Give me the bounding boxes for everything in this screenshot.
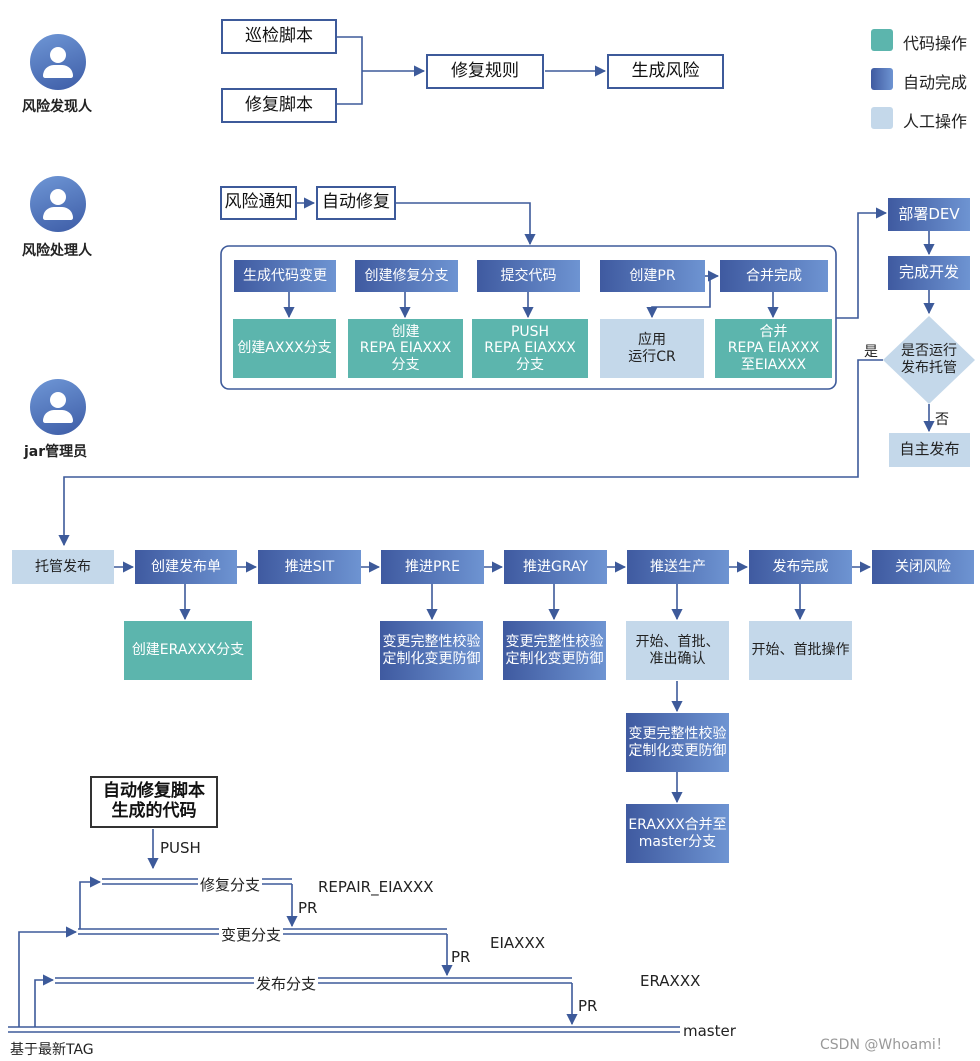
node-sit: 推进SIT (258, 550, 361, 584)
node-close-risk: 关闭风险 (872, 550, 974, 584)
legend-swatch-manual (871, 107, 893, 129)
node-managed-release: 托管发布 (12, 550, 114, 584)
decision-managed-release: 是否运行 发布托管 (901, 343, 957, 376)
avatar-handler-icon (30, 176, 86, 232)
decision-diamond (883, 316, 975, 404)
git-release-name: ERAXXX (640, 972, 701, 990)
node-create-axxx: 创建AXXX分支 (233, 319, 336, 378)
node-gen-change: 生成代码变更 (234, 260, 336, 292)
git-pr2: PR (451, 948, 471, 966)
legend-label-manual: 人工操作 (903, 112, 968, 131)
git-master: master (683, 1022, 736, 1040)
node-risk-notify: 风险通知 (220, 186, 297, 220)
label-no: 否 (935, 412, 949, 428)
node-check-prod: 变更完整性校验 定制化变更防御 (626, 713, 729, 772)
git-repair-name: REPAIR_EIAXXX (318, 878, 434, 896)
node-create-repa: 创建 REPA EIAXXX 分支 (348, 319, 463, 378)
role-jar-admin: jar管理员 (24, 444, 88, 460)
label-yes: 是 (864, 344, 878, 360)
node-confirm: 开始、首批、 准出确认 (626, 621, 729, 680)
node-gray: 推进GRAY (504, 550, 607, 584)
git-pr3: PR (578, 997, 598, 1015)
node-merge-repa: 合并 REPA EIAXXX 至EIAXXX (715, 319, 832, 378)
node-merge-done: 合并完成 (720, 260, 828, 292)
git-release-branch: 发布分支 (254, 973, 319, 994)
node-check-pre: 变更完整性校验 定制化变更防御 (380, 621, 483, 680)
node-release-done: 发布完成 (749, 550, 852, 584)
node-first-batch: 开始、首批操作 (749, 621, 852, 680)
watermark: CSDN @Whoami！ (820, 1037, 950, 1053)
node-patrol-script: 巡检脚本 (221, 19, 337, 54)
node-repair-rule: 修复规则 (426, 54, 544, 89)
git-base-tag: 基于最新TAG (10, 1042, 94, 1058)
role-finder: 风险发现人 (22, 99, 92, 115)
node-check-gray: 变更完整性校验 定制化变更防御 (503, 621, 606, 680)
node-merge-master: ERAXXX合并至 master分支 (626, 804, 729, 863)
node-create-eraxxx: 创建ERAXXX分支 (124, 621, 252, 680)
git-push-label: PUSH (160, 839, 201, 857)
node-push-repa: PUSH REPA EIAXXX 分支 (472, 319, 588, 378)
node-generate-risk: 生成风险 (607, 54, 724, 89)
git-repair-branch: 修复分支 (198, 874, 263, 895)
node-prod: 推送生产 (627, 550, 729, 584)
node-deploy-dev: 部署DEV (888, 198, 970, 231)
legend-swatch-code (871, 29, 893, 51)
legend-label-code: 代码操作 (903, 34, 968, 53)
node-create-order: 创建发布单 (135, 550, 237, 584)
legend-swatch-auto (871, 68, 893, 90)
node-finish-dev: 完成开发 (888, 256, 970, 290)
avatar-finder-icon (30, 34, 86, 90)
node-create-pr: 创建PR (600, 260, 705, 292)
node-repair-script: 修复脚本 (221, 88, 337, 123)
avatar-jar-admin-icon (30, 379, 86, 435)
node-commit-code: 提交代码 (477, 260, 580, 292)
git-change-name: EIAXXX (490, 934, 545, 952)
role-handler: 风险处理人 (22, 243, 92, 259)
node-apply-cr: 应用 运行CR (600, 319, 704, 378)
git-change-branch: 变更分支 (219, 924, 284, 945)
legend-label-auto: 自动完成 (903, 73, 968, 92)
node-create-branch: 创建修复分支 (355, 260, 458, 292)
node-auto-fix: 自动修复 (316, 186, 396, 220)
node-pre: 推进PRE (381, 550, 484, 584)
git-pr1: PR (298, 899, 318, 917)
git-source-box: 自动修复脚本 生成的代码 (90, 776, 218, 828)
node-self-release: 自主发布 (889, 433, 970, 467)
